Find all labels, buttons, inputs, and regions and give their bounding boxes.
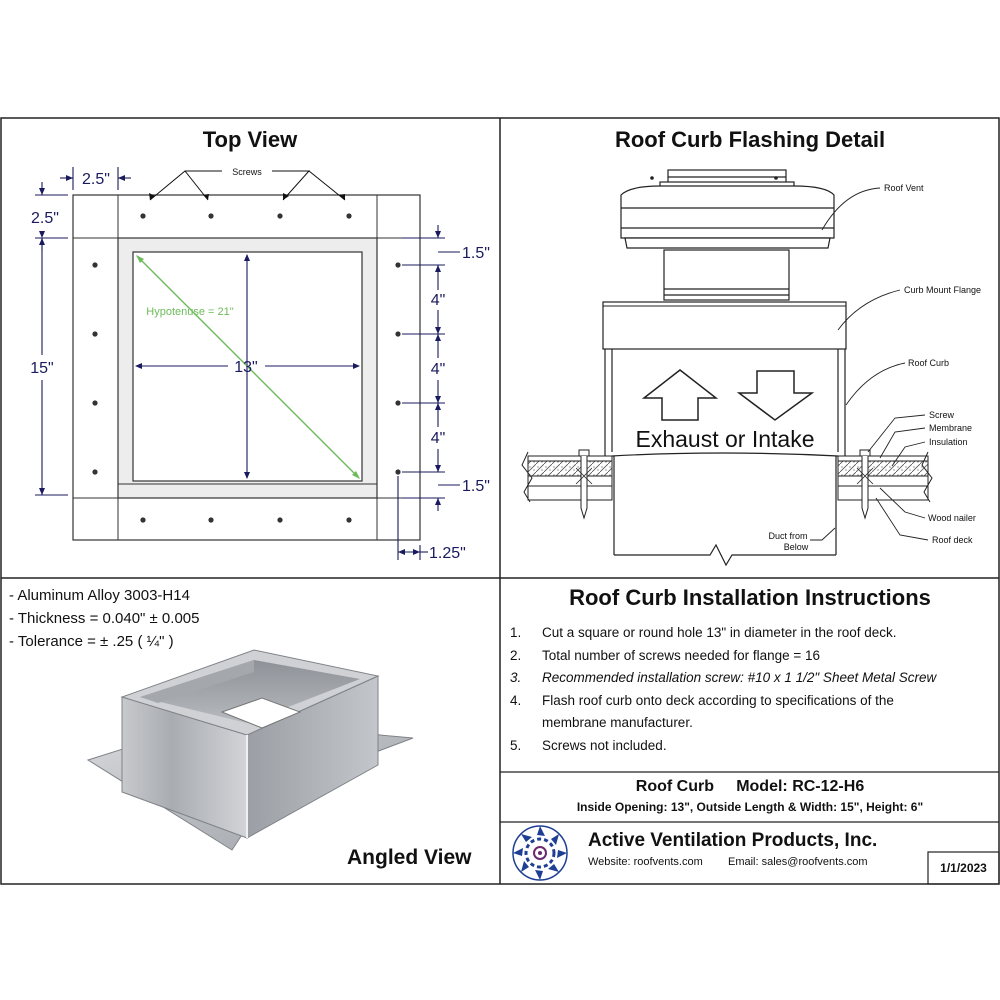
instruction-item: membrane manufacturer. — [542, 715, 693, 730]
dim-flange-left: 2.5" — [31, 210, 59, 227]
material-specs: - Aluminum Alloy 3003-H14 - Thickness = … — [9, 584, 199, 653]
roof-curb-walls — [604, 349, 846, 456]
dim-flange-top: 2.5" — [82, 171, 110, 188]
product-name: Roof Curb — [635, 778, 714, 795]
dimension-arrows — [39, 175, 441, 555]
exhaust-or-intake-text: Exhaust or Intake — [636, 426, 815, 452]
product-model: Model: RC-12-H6 — [736, 778, 865, 795]
dim-edge-right: 1.25" — [429, 545, 466, 562]
company-email: Email: sales@roofvents.com — [728, 856, 868, 868]
instruction-item: 2.Total number of screws needed for flan… — [510, 647, 821, 663]
hypotenuse-label: Hypotenuse = 21" — [146, 306, 233, 318]
dim-edge-bottom: 1.5" — [462, 478, 490, 495]
company-name: Active Ventilation Products, Inc. — [588, 830, 878, 851]
callout-leaders — [810, 187, 929, 541]
label-screw: Screw — [929, 410, 955, 420]
top-view-drawing: Screws Hypotenuse = 21" 2.5" 2.5" 15" 13… — [30, 167, 490, 562]
label-roof-vent: Roof Vent — [884, 183, 924, 193]
label-roof-deck: Roof deck — [932, 535, 973, 545]
intake-arrow-icon — [736, 370, 815, 421]
curb-mount-flange — [602, 301, 847, 350]
document-date: 1/1/2023 — [940, 861, 987, 875]
dim-spacing-1: 4" — [431, 292, 446, 309]
label-duct-from: Duct from — [768, 531, 807, 541]
hypotenuse-line — [136, 255, 360, 479]
spec-tolerance: - Tolerance = ± .25 ( ¼" ) — [9, 633, 174, 650]
dim-overall: 15" — [30, 360, 53, 377]
instructions-title: Roof Curb Installation Instructions — [569, 585, 931, 610]
flashing-detail-title: Roof Curb Flashing Detail — [614, 127, 886, 152]
roof-deck-left — [527, 455, 613, 501]
label-membrane: Membrane — [929, 423, 972, 433]
roof-vent — [620, 169, 835, 301]
instruction-item: 1.Cut a square or round hole 13" in diam… — [510, 625, 897, 640]
instruction-item: 3.Recommended installation screw: #10 x … — [510, 670, 937, 685]
company-website: Website: roofvents.com — [588, 856, 703, 868]
product-details: Inside Opening: 13", Outside Length & Wi… — [576, 800, 924, 814]
label-wood-nailer: Wood nailer — [928, 513, 976, 523]
dim-spacing-2: 4" — [431, 361, 446, 378]
roof-deck-right — [837, 455, 929, 501]
top-view-title: Top View — [202, 127, 298, 152]
product-heading: Roof Curb Model: RC-12-H6 — [500, 778, 1000, 796]
flashing-detail-drawing: Exhaust or Intake — [521, 169, 981, 567]
dim-opening: 13" — [234, 359, 257, 376]
instructions-list: 1.Cut a square or round hole 13" in diam… — [510, 622, 936, 757]
spec-thickness: - Thickness = 0.040" ± 0.005 — [9, 610, 200, 627]
dim-edge-top: 1.5" — [462, 245, 490, 262]
duct-from-below — [611, 452, 839, 567]
instruction-item: 4.Flash roof curb onto deck according to… — [510, 692, 894, 708]
label-duct-below: Below — [784, 542, 809, 552]
label-curb-mount-flange: Curb Mount Flange — [904, 285, 981, 295]
angled-view-title: Angled View — [347, 846, 472, 869]
screws-label: Screws — [232, 167, 262, 177]
label-roof-curb: Roof Curb — [908, 358, 949, 368]
exhaust-arrow-icon — [641, 369, 719, 421]
dim-spacing-3: 4" — [431, 430, 446, 447]
instruction-item: 5.Screws not included. — [510, 737, 667, 753]
angled-view-image — [86, 649, 414, 851]
detail-screws — [578, 449, 871, 520]
label-insulation: Insulation — [929, 437, 968, 447]
screw-holes — [92, 213, 401, 523]
spec-alloy: - Aluminum Alloy 3003-H14 — [9, 587, 190, 604]
